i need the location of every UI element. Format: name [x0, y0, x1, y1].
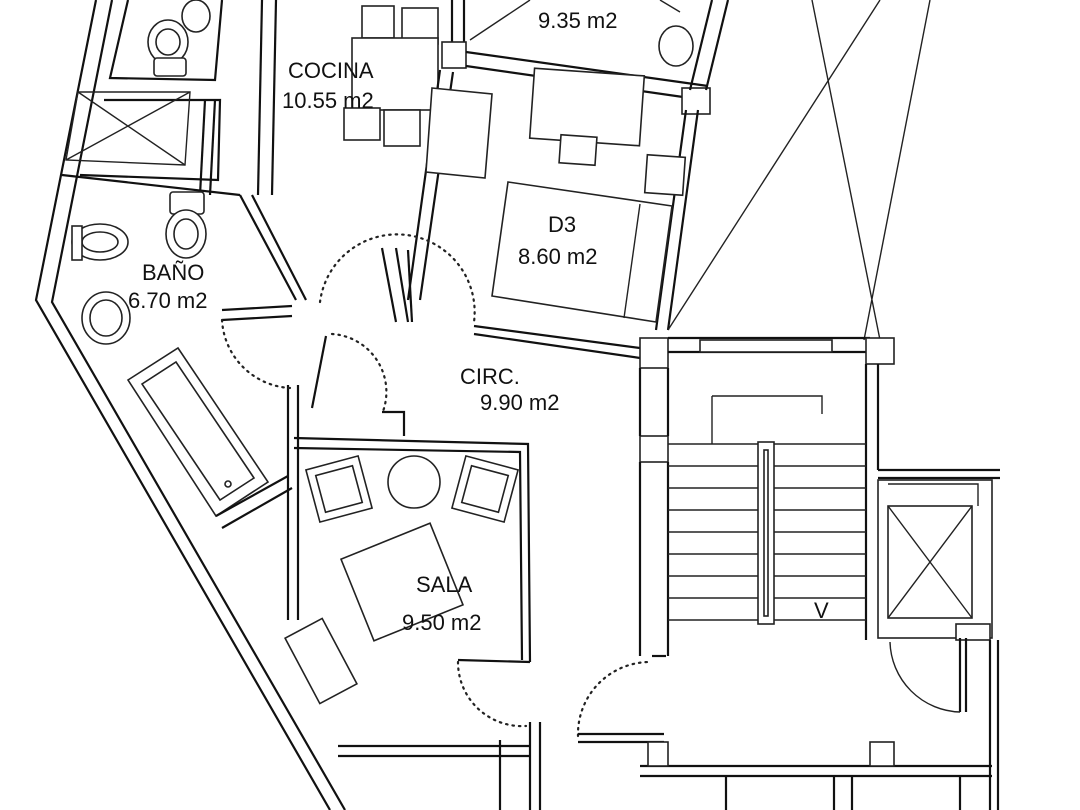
bathtub-icon	[126, 346, 270, 518]
room-area-cocina: 10.55 m2	[282, 88, 374, 113]
room-area-sala: 9.50 m2	[402, 610, 482, 635]
room-labels: 9.35 m2 COCINA 10.55 m2 D3 8.60 m2 BAÑO …	[128, 8, 829, 635]
room-area-top: 9.35 m2	[538, 8, 618, 33]
room-area-circ: 9.90 m2	[480, 390, 560, 415]
room-name-d3: D3	[548, 212, 576, 237]
sink-icon	[81, 291, 131, 345]
stair-core	[638, 336, 895, 656]
sala-furniture	[284, 454, 520, 705]
upper-toilet-icon	[147, 0, 211, 77]
sala-walls	[293, 410, 542, 810]
room-name-sala: SALA	[416, 572, 473, 597]
light-well	[667, 0, 931, 341]
bidet-icon	[71, 223, 129, 261]
room-name-bano: BAÑO	[142, 260, 204, 285]
stair-direction-marker: V	[814, 598, 829, 623]
room-area-bano: 6.70 m2	[128, 288, 208, 313]
landing-walls	[578, 654, 992, 810]
bath-walls	[215, 304, 300, 620]
room-name-cocina: COCINA	[288, 58, 374, 83]
room-name-circ: CIRC.	[460, 364, 520, 389]
upper-bath-walls	[61, 0, 307, 301]
interior-walls	[406, 0, 730, 360]
d3-furniture	[491, 25, 694, 323]
toilet-icon	[165, 191, 207, 259]
elevator	[877, 468, 1000, 810]
dining-table-icon	[343, 5, 439, 147]
kitchen-counter-icon	[425, 87, 493, 179]
door-swings	[220, 233, 652, 738]
room-area-d3: 8.60 m2	[518, 244, 598, 269]
